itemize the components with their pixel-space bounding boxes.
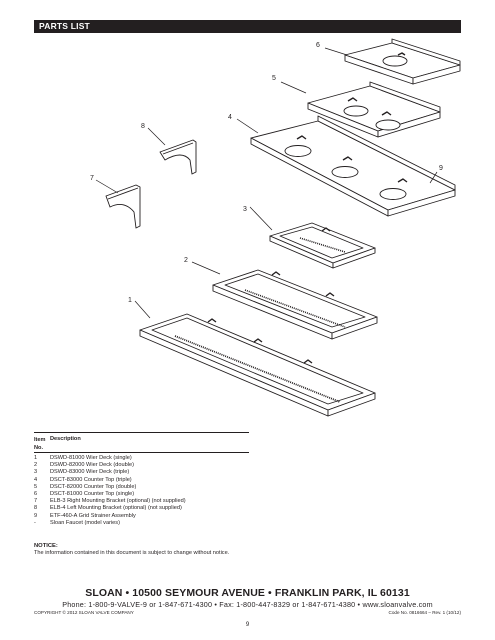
part-1-weir-deck-triple — [139, 313, 376, 417]
item-description: DSCT-81000 Counter Top (single) — [50, 490, 135, 497]
contact-line: Phone: 1-800-9-VALVE-9 or 1-847-671-4300… — [62, 600, 433, 609]
table-top-rule — [34, 432, 249, 433]
callout-3: 3 — [243, 206, 247, 213]
callout-8: 8 — [141, 123, 145, 130]
table-row: 1 DSWD-81000 Wier Deck (single) — [34, 455, 249, 462]
column-header-item-line1: Item — [34, 437, 46, 443]
table-row: 8 ELB-4 Left Mounting Bracket (optional) … — [34, 505, 249, 512]
item-description: DSWD-81000 Wier Deck (single) — [50, 455, 132, 461]
item-number: 6 — [34, 490, 38, 497]
item-description: ETF-460-A Grid Strainer Assembly — [50, 512, 136, 519]
item-number: 7 — [34, 498, 38, 505]
column-header-item-line2: No. — [34, 445, 44, 451]
part-2-weir-deck-double — [212, 269, 378, 340]
copyright: COPYRIGHT © 2012 SLOAN VALVE COMPANY — [34, 610, 134, 615]
item-number: 9 — [34, 512, 38, 519]
page-number: 9 — [245, 622, 250, 628]
item-description: Sloan Faucet (model varies) — [50, 519, 120, 526]
notice-text: The information contained in this docume… — [34, 550, 230, 556]
callout-2: 2 — [184, 257, 188, 264]
item-number: - — [34, 519, 36, 526]
part-8-left-bracket — [159, 139, 197, 175]
item-description: ELB-3 Right Mounting Bracket (optional) … — [50, 498, 186, 505]
table-body: 1 DSWD-81000 Wier Deck (single) 2 DSWD-8200… — [34, 453, 249, 527]
item-number: 3 — [34, 469, 38, 476]
table-row: 7 ELB-3 Right Mounting Bracket (optional)… — [34, 498, 249, 505]
table-row: 6 DSCT-81000 Counter Top (single) — [34, 491, 249, 498]
parts-table: Item No. Description 1 DSWD-81000 Wier De… — [34, 432, 249, 527]
item-description: DSCT-83000 Counter Top (triple) — [50, 476, 132, 483]
item-description: DSCT-82000 Counter Top (double) — [50, 483, 137, 490]
callout-6: 6 — [316, 42, 320, 49]
item-number: 5 — [34, 483, 38, 490]
exploded-parts-diagram: 6 5 4 9 3 2 1 8 7 — [90, 38, 461, 417]
part-4-counter-top-triple — [250, 115, 456, 217]
table-row: 5 DSCT-82000 Counter Top (double) — [34, 484, 249, 491]
table-header: Item No. Description — [34, 433, 249, 452]
item-number: 8 — [34, 505, 38, 512]
notice-title: NOTICE: — [34, 543, 58, 549]
item-description: ELB-4 Left Mounting Bracket (optional) (… — [50, 505, 182, 512]
table-row: 2 DSWD-82000 Wier Deck (double) — [34, 462, 249, 469]
table-header-rule — [34, 452, 249, 453]
callout-4: 4 — [228, 114, 232, 121]
parts-list-header-bar: PARTS LIST — [34, 20, 461, 33]
part-6-counter-top-single — [344, 38, 461, 85]
callout-7: 7 — [90, 175, 94, 182]
table-row: - Sloan Faucet (model varies) — [34, 520, 249, 527]
callout-1: 1 — [128, 297, 132, 304]
callout-9: 9 — [439, 165, 443, 172]
part-3-weir-deck-single — [269, 222, 376, 269]
part-5-counter-top-double — [307, 81, 441, 138]
table-row: 3 DSWD-83000 Wier Deck (triple) — [34, 469, 249, 476]
column-header-item: Item No. — [34, 436, 46, 452]
part-7-right-bracket — [105, 184, 141, 229]
item-description: DSWD-83000 Wier Deck (triple) — [50, 469, 130, 476]
item-number: 2 — [34, 462, 38, 469]
item-number: 1 — [34, 455, 38, 461]
table-row: 4 DSCT-83000 Counter Top (triple) — [34, 477, 249, 484]
document-code: Code No. 0816664 – Rev. 1 (10/12) — [388, 610, 461, 615]
parts-list-title: PARTS LIST — [39, 21, 90, 31]
callout-5: 5 — [272, 75, 276, 82]
column-header-description: Description — [50, 436, 81, 442]
table-row: 9 ETF-460-A Grid Strainer Assembly — [34, 513, 249, 520]
company-address: SLOAN • 10500 SEYMOUR AVENUE • FRANKLIN … — [85, 587, 410, 599]
item-number: 4 — [34, 476, 38, 483]
item-description: DSWD-82000 Wier Deck (double) — [50, 462, 134, 469]
